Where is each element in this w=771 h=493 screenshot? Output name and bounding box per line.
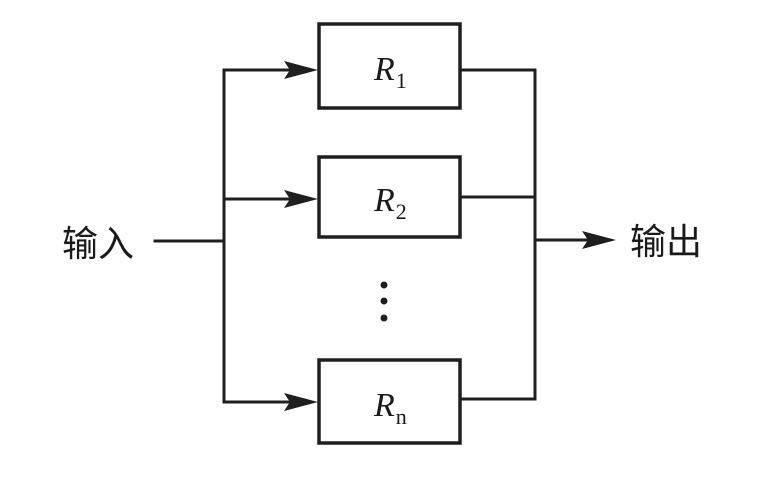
block-r2-box [317,155,462,239]
branch-n-arrowhead [284,393,318,411]
ellipsis-dot-3 [380,314,388,322]
block-r2-symbol: R [373,182,395,219]
output-arrowhead [582,231,616,249]
block-rn-subscript: n [396,404,407,429]
block-rn-label: Rn [373,387,407,429]
block-r2-subscript: 2 [396,199,407,224]
block-r2-label: R2 [373,182,407,224]
block-r1-label: R1 [373,51,407,93]
block-r1-box [317,22,462,110]
block-rn-symbol: R [373,387,395,424]
branch-1-arrowhead [284,61,318,79]
block-rn: Rn [317,358,462,445]
branch-2-arrowhead [284,190,318,208]
block-r1-symbol: R [373,51,395,88]
block-r1: R1 [317,22,462,110]
ellipsis-dot-2 [380,297,388,305]
block-r1-subscript: 1 [396,68,407,93]
block-rn-box [317,358,462,445]
ellipsis [380,281,388,322]
block-r2: R2 [317,155,462,239]
ellipsis-dot-1 [380,281,388,289]
input-label: 输入 [62,224,134,265]
output-label: 输出 [630,222,702,263]
